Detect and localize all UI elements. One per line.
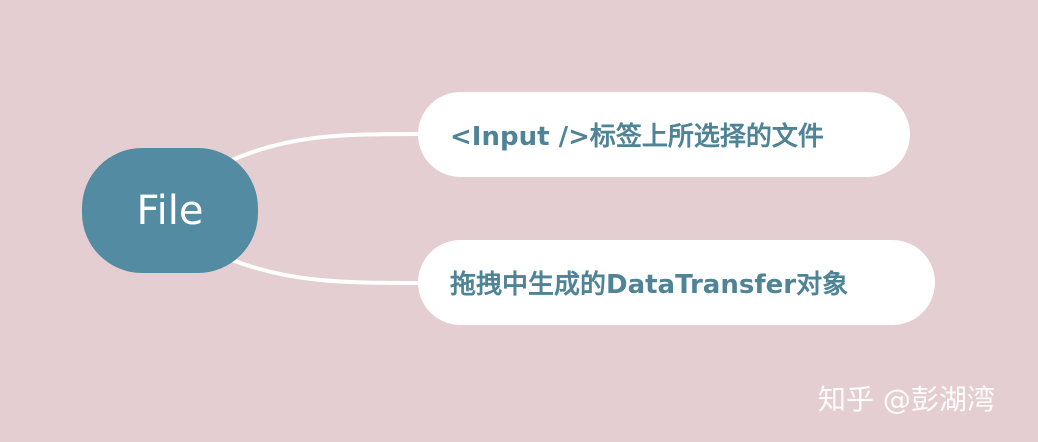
watermark: 知乎 @彭湖湾 <box>818 383 995 416</box>
root-node-label: File <box>136 187 204 234</box>
child-node-label: 拖拽中生成的DataTransfer对象 <box>450 270 849 300</box>
child-node-input-file[interactable]: <Input />标签上所选择的文件 <box>418 92 910 177</box>
root-node[interactable]: File <box>82 148 258 273</box>
child-node-datatransfer[interactable]: 拖拽中生成的DataTransfer对象 <box>418 240 935 325</box>
connector-line-2 <box>231 258 421 285</box>
child-node-label: <Input />标签上所选择的文件 <box>450 122 824 152</box>
connector-line-1 <box>231 132 421 162</box>
